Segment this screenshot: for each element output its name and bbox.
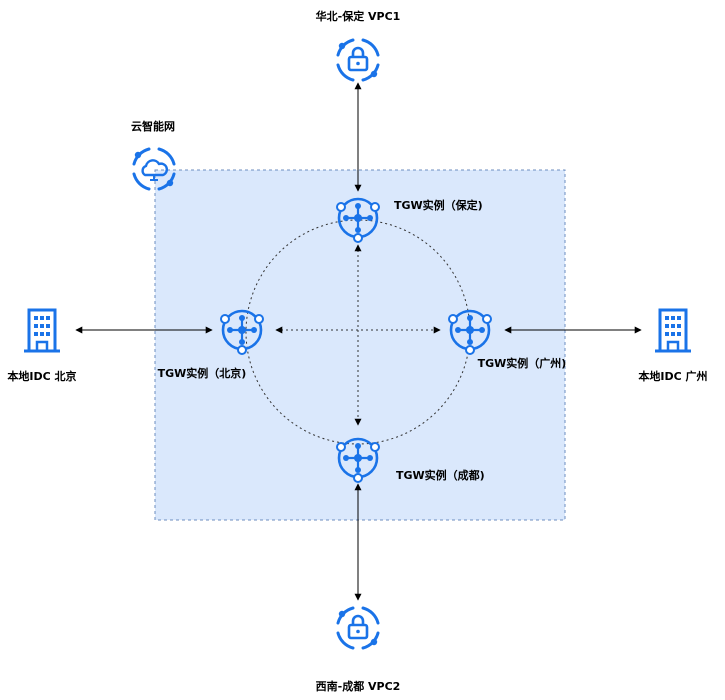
tgw-guangzhou-label: TGW实例（广州) bbox=[478, 356, 567, 370]
idc-guangzhou-label: 本地IDC 广州 bbox=[638, 369, 707, 383]
tgw-baoding-label: TGW实例（保定) bbox=[394, 198, 483, 212]
building-icon[interactable] bbox=[653, 308, 693, 353]
building-icon[interactable] bbox=[22, 308, 62, 353]
vpc1-label: 华北-保定 VPC1 bbox=[316, 9, 401, 23]
cloud-network-region bbox=[154, 169, 566, 521]
lock-icon[interactable] bbox=[338, 40, 378, 80]
cloud-network-icon bbox=[134, 149, 174, 189]
tgw-beijing-label: TGW实例（北京) bbox=[158, 366, 247, 380]
region-label: 云智能网 bbox=[131, 119, 175, 133]
tgw-chengdu-label: TGW实例（成都) bbox=[396, 468, 485, 482]
vpc2-label: 西南-成都 VPC2 bbox=[316, 679, 401, 693]
idc-beijing-label: 本地IDC 北京 bbox=[7, 369, 76, 383]
lock-icon[interactable] bbox=[338, 608, 378, 648]
